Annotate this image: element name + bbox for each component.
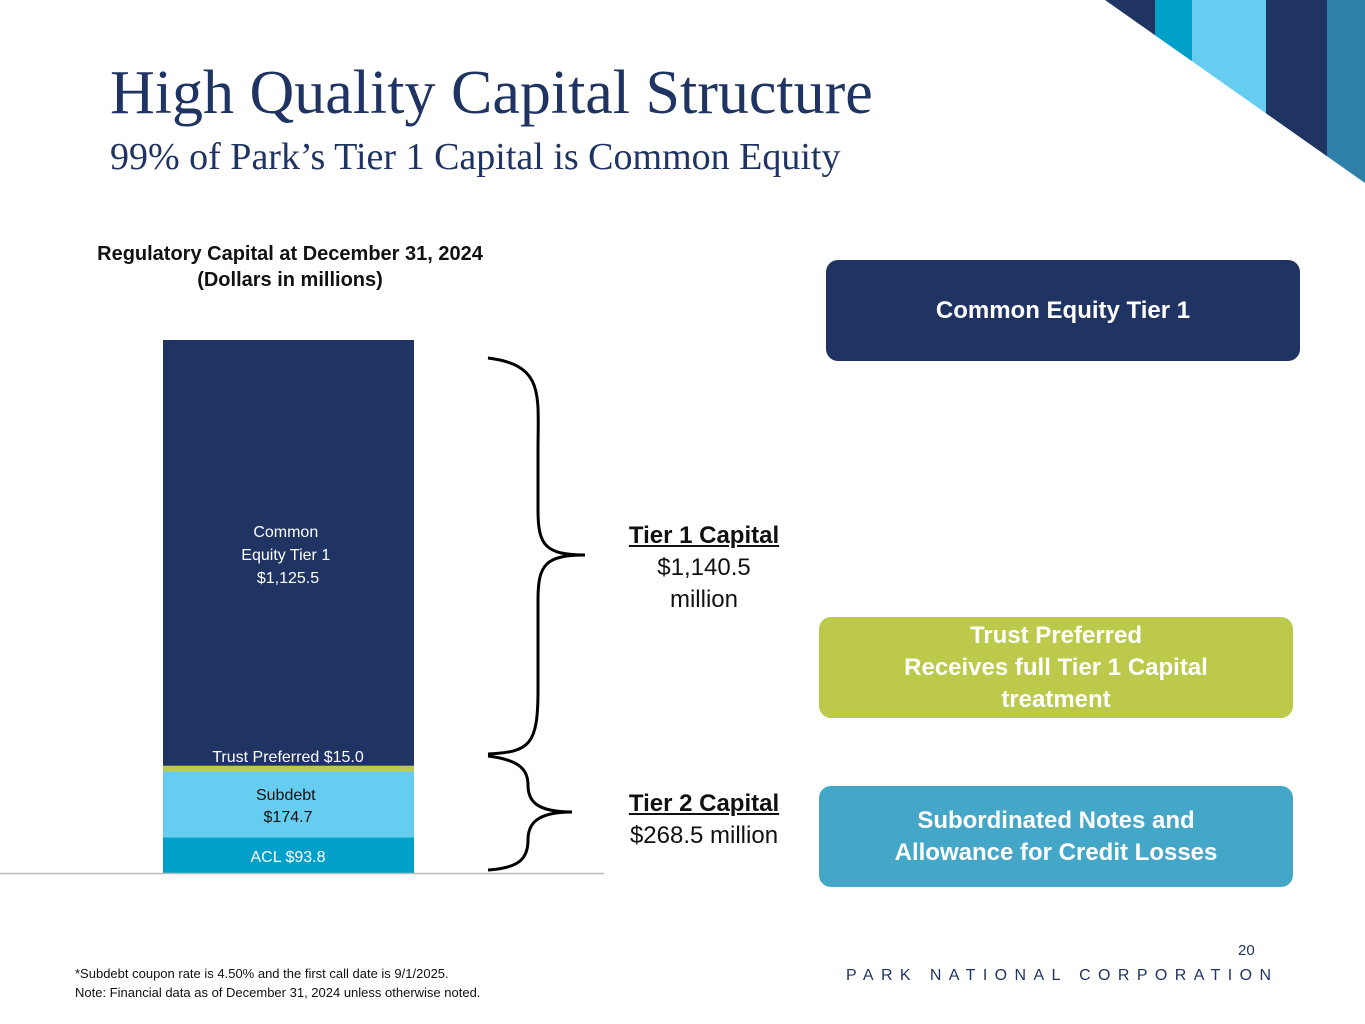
bar-segment-common-equity-tier-1 [163,340,414,766]
chart-title: Regulatory Capital at December 31, 2024 … [40,241,540,293]
subdebt-label: Subdebt $174.7 [256,787,320,826]
page-title: High Quality Capital Structure [110,59,873,127]
company-name: PARK NATIONAL CORPORATION [846,967,1279,984]
trust-box-line: Receives full Tier 1 Capital [904,653,1208,681]
trust-preferred-box: Trust Preferred Receives full Tier 1 Cap… [819,617,1293,718]
sub-box-line: Subordinated Notes and [917,806,1195,834]
tier1-brace [487,356,586,756]
chart-title-line: Regulatory Capital at December 31, 2024 [97,243,483,265]
tier1-unit: million [669,586,738,613]
subordinated-notes-box: Subordinated Notes and Allowance for Cre… [819,786,1293,887]
cet1-box-text: Common Equity Tier 1 [935,296,1191,324]
footnote: Note: Financial data as of December 31, … [75,985,481,1000]
tier2-brace [487,754,573,872]
bar-segment-subdebt [163,771,414,838]
tier1-summary: Tier 1 Capital $1,140.5 million [604,520,804,616]
chart-subtitle: (Dollars in millions) [197,269,383,291]
trust-box-line: treatment [1001,685,1111,713]
bar-segment-acl [163,837,414,873]
footnote: *Subdebt coupon rate is 4.50% and the fi… [75,966,449,981]
acl-label: ACL $93.8 [250,849,325,866]
page-subtitle: 99% of Park’s Tier 1 Capital is Common E… [110,136,841,178]
sub-box-line: Allowance for Credit Losses [894,838,1218,866]
page-number: 20 [1238,942,1255,959]
footnotes: *Subdebt coupon rate is 4.50% and the fi… [75,964,480,1002]
cet1-label: Common Equity Tier 1 $1,125.5 [241,524,334,587]
stripe-steel [1327,0,1365,183]
tier2-value: $268.5 million [629,822,779,849]
tier1-heading: Tier 1 Capital [628,522,780,549]
bar-segment-trust-preferred [163,765,414,772]
tier2-heading: Tier 2 Capital [628,790,780,817]
tier2-summary: Tier 2 Capital $268.5 million [594,788,814,852]
tier1-value: $1,140.5 [657,554,751,581]
trust-box-line: Trust Preferred [969,621,1143,649]
cet1-box: Common Equity Tier 1 [826,260,1300,361]
trust-preferred-label: Trust Preferred $15.0 [212,749,364,766]
